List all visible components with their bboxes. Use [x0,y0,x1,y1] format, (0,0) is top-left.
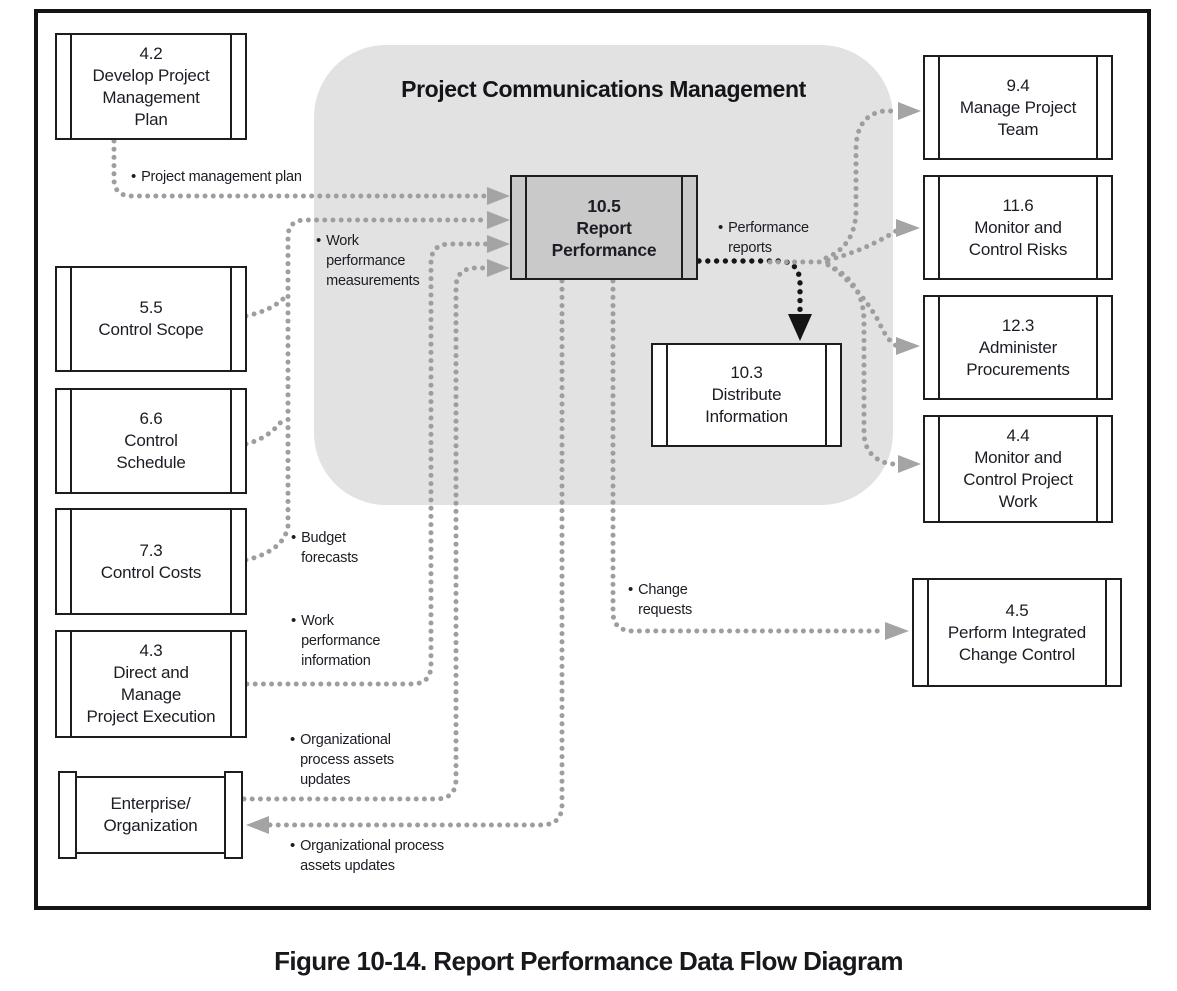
process-number: 11.6 [1002,195,1034,215]
entity-end-bar [58,771,77,859]
process-name: Report Performance [551,217,657,260]
box-rail [938,417,940,521]
process-name: Control Scope [98,320,204,339]
flow-label-organizational-process-assets-updates-in: • Organizational process assets updates [290,837,444,874]
box-rail [681,177,683,278]
box-rail [230,35,232,138]
bullet-icon: • [290,837,296,854]
box-rail [70,268,72,370]
flow-label-performance-reports: • Performance reports [718,219,809,256]
process-name: Control Schedule [116,431,186,472]
process-name: Monitor and Control Project Work [963,448,1073,511]
bullet-icon: • [316,232,322,249]
box-rail [230,390,232,492]
box-rail [938,297,940,398]
process-name: Monitor and Control Risks [968,217,1068,259]
box-rail [825,345,827,445]
process-number: 10.3 [730,363,763,382]
flow-label-work-performance-information: • Work performance information [291,612,381,669]
process-number: 12.3 [1001,315,1035,335]
box-rail [927,580,929,685]
bullet-icon: • [290,731,296,748]
box-rail [70,35,72,138]
box-rail [1096,417,1098,521]
process-name: Direct and Manage Project Execution [86,663,216,726]
box-rail [1096,57,1098,158]
process-number: 4.2 [139,43,163,63]
box-rail [70,510,72,613]
process-number: 9.4 [1006,75,1030,95]
external-entity-enterprise-organization: Enterprise/ Organization [58,771,243,859]
enterprise-box: Enterprise/ Organization [66,776,235,854]
process-name: Develop Project Management Plan [92,65,210,129]
panel-title: Project Communications Management [401,76,806,102]
process-name: Distribute Information [705,385,788,426]
flow-label-budget-forecasts: • Budget forecasts [291,529,359,566]
process-name: Perform Integrated Change Control [947,622,1087,664]
bullet-icon: • [291,612,297,629]
flow-label-organizational-process-assets-updates-out: • Organizational process assets updates [290,731,394,788]
process-name: Control Costs [100,562,202,582]
flow-label-change-requests: • Change requests [628,581,693,618]
process-number: 4.3 [139,641,163,660]
flow-label-work-performance-measurements: • Work performance measurements [316,232,420,289]
box-rail [70,390,72,492]
process-number: 4.5 [1005,600,1029,620]
entity-end-bar [224,771,243,859]
process-name: Manage Project Team [959,97,1077,139]
process-number: 7.3 [139,540,163,560]
bullet-icon: • [131,168,137,185]
box-rail [1096,177,1098,278]
process-number: 10.5 [587,195,621,216]
bullet-icon: • [291,529,297,546]
process-number: 5.5 [139,298,163,317]
box-rail [938,57,940,158]
bullet-icon: • [718,219,724,236]
box-rail [525,177,527,278]
box-rail [1096,297,1098,398]
box-rail [1105,580,1107,685]
box-rail [70,632,72,736]
process-name: Administer Procurements [966,337,1070,379]
figure-caption: Figure 10-14. Report Performance Data Fl… [274,946,903,976]
process-number: 4.4 [1006,426,1030,445]
bullet-icon: • [628,581,634,598]
box-rail [666,345,668,445]
entity-name: Enterprise/ Organization [103,794,198,835]
box-rail [230,632,232,736]
box-rail [230,510,232,613]
flow-label-project-management-plan: • Project management plan [131,168,302,185]
box-rail [230,268,232,370]
box-rail [938,177,940,278]
process-number: 6.6 [139,409,163,428]
